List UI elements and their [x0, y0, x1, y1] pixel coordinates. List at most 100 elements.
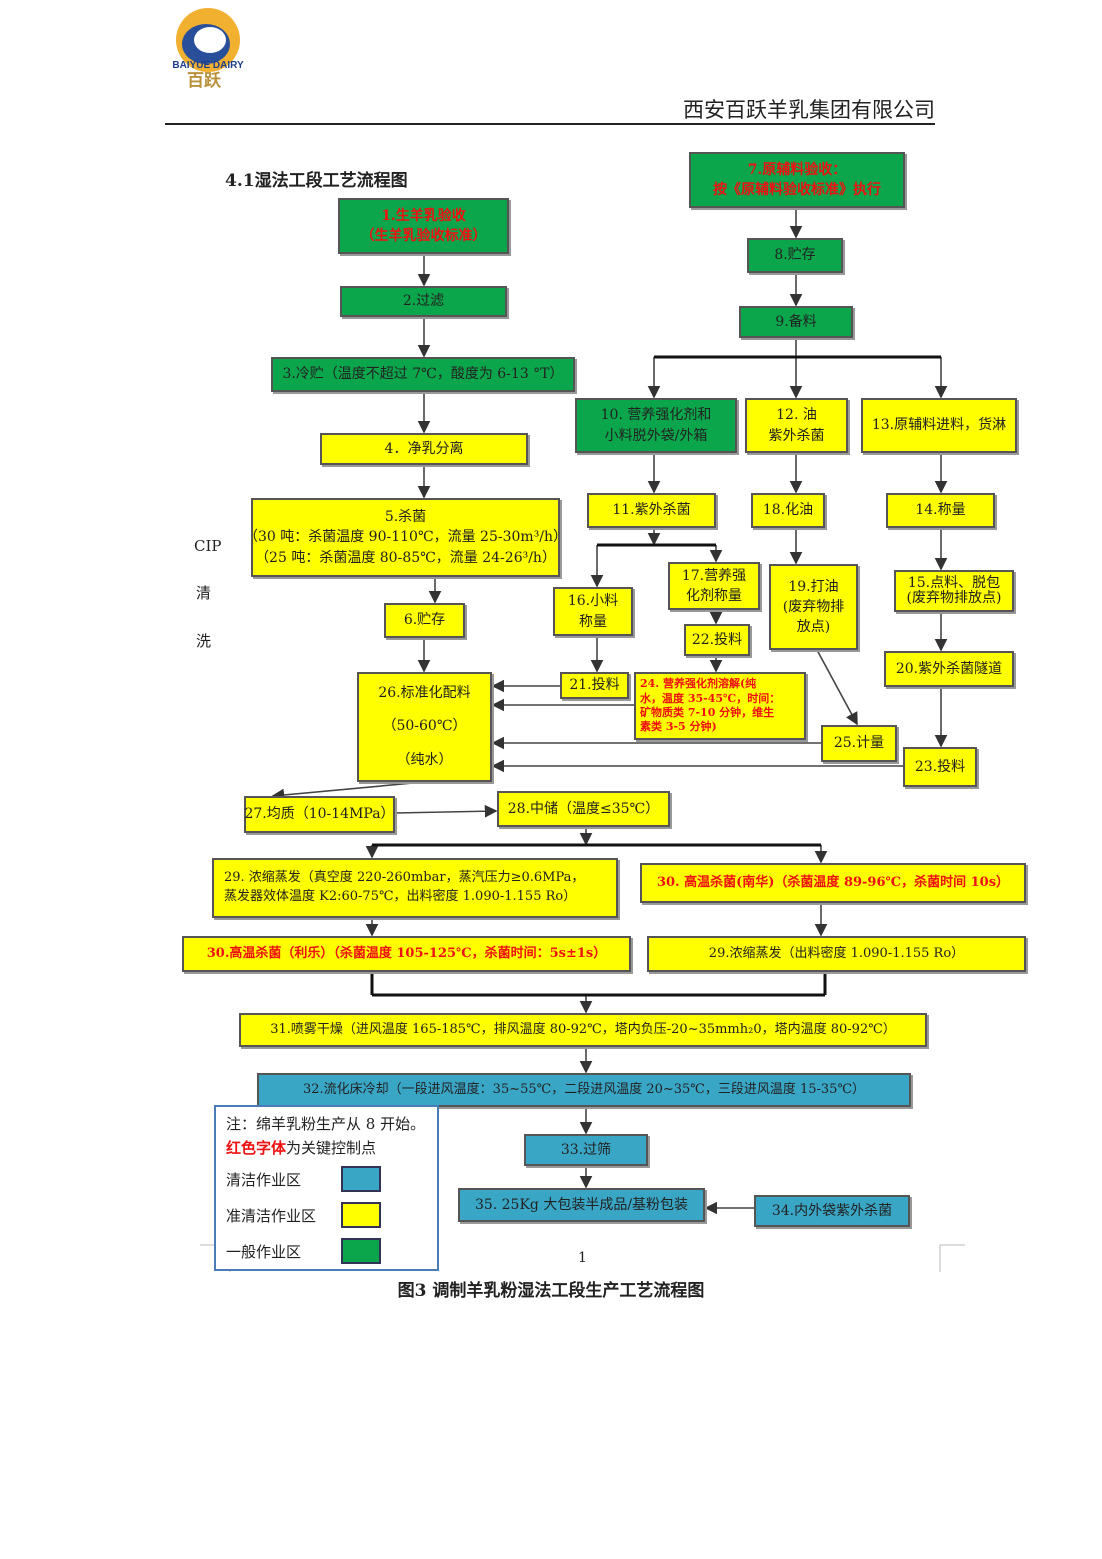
step-detail: 水，温度 35-45℃，时间：	[640, 691, 781, 705]
step-label: 30.高温杀菌（利乐）（杀菌温度 105-125℃，杀菌时间：5s±1s）	[206, 945, 607, 961]
step-label: 10. 营养强化剂和	[600, 407, 712, 424]
step-label: 24. 营养强化剂溶解(纯	[640, 677, 757, 691]
step-detail: （50-60℃）	[382, 718, 467, 735]
step-5-sterilization[interactable]: 5.杀菌（30 吨：杀菌温度 90-110℃，流量 25-30m³/h）（25 …	[244, 498, 567, 577]
legend-row-clean: 清洁作业区	[226, 1161, 381, 1197]
step-label: 34.内外袋紫外杀菌	[771, 1202, 893, 1219]
cip-label-xi: 洗	[196, 632, 212, 650]
page-number: 1	[578, 1250, 587, 1266]
legend-swatch-yellow	[341, 1202, 381, 1228]
step-label: 26.标准化配料	[378, 684, 471, 701]
step-detail: 按《原辅料验收标准》执行	[713, 182, 881, 198]
legend-red-suffix: 为关键控制点	[286, 1139, 377, 1157]
step-10-unpacking[interactable]: 10. 营养强化剂和小料脱外袋/外箱	[575, 398, 737, 453]
step-16-small-material-weighing[interactable]: 16.小料称量	[553, 587, 633, 636]
step-32-fluid-bed-cooling[interactable]: 32.流化床冷却（一段进风温度：35~55℃，二段进风温度 20~35℃，三段进…	[257, 1073, 911, 1107]
step-34-bag-uv-sterilization[interactable]: 34.内外袋紫外杀菌	[754, 1195, 910, 1227]
step-label: 18.化油	[762, 502, 814, 519]
step-label: 2.过滤	[402, 293, 445, 310]
step-detail: 小料脱外袋/外箱	[604, 427, 708, 444]
step-label: 28.中储（温度≤35℃）	[507, 800, 660, 817]
step-label: 23.投料	[914, 758, 966, 775]
step-label: 5.杀菌	[384, 509, 427, 526]
step-21-feeding[interactable]: 21.投料	[560, 672, 629, 699]
step-7-material-inspection[interactable]: 7.原辅料验收：按《原辅料验收标准》执行	[689, 152, 905, 208]
step-20-uv-tunnel[interactable]: 20.紫外杀菌隧道	[884, 651, 1014, 687]
svg-text:百跃: 百跃	[187, 71, 222, 90]
step-detail: （纯水）	[396, 751, 453, 768]
legend-label: 清洁作业区	[226, 1170, 302, 1189]
legend-note: 注：绵羊乳粉生产从 8 开始。	[226, 1115, 426, 1133]
step-4-separation[interactable]: 4．净乳分离	[320, 433, 528, 465]
step-label: 20.紫外杀菌隧道	[895, 660, 1003, 677]
step-label: 6.贮存	[403, 612, 446, 629]
cip-label: CIP	[194, 537, 222, 555]
legend: 注：绵羊乳粉生产从 8 开始。 红色字体为关键控制点 清洁作业区 准清洁作业区 …	[214, 1105, 439, 1271]
step-label: 35. 25Kg 大包装半成品/基粉包装	[474, 1196, 689, 1213]
step-label: 27.均质（10-14MPa）	[244, 806, 395, 823]
step-detail: 蒸发器效体温度 K2:60-75℃，出料密度 1.090-1.155 Ro）	[224, 889, 577, 904]
company-logo: BAIYUE DAIRY 百跃	[168, 4, 248, 90]
legend-red-label: 红色字体	[226, 1139, 287, 1157]
step-31-spray-drying[interactable]: 31.喷雾干燥（进风温度 165-185℃，排风温度 80-92℃，塔内负压-2…	[239, 1013, 927, 1047]
step-26-standardization[interactable]: 26.标准化配料 （50-60℃） （纯水）	[357, 672, 492, 782]
step-18-oil-melting[interactable]: 18.化油	[751, 493, 825, 528]
step-detail: （生羊乳验收标准）	[360, 228, 487, 244]
step-detail: 紫外杀菌	[768, 427, 825, 444]
step-13-material-intake[interactable]: 13.原辅料进料，货淋	[861, 398, 1017, 453]
step-label: 22.投料	[691, 631, 743, 648]
step-33-sieving[interactable]: 33.过筛	[524, 1134, 648, 1166]
step-label: 1.生羊乳验收	[381, 207, 466, 224]
step-label: 33.过筛	[560, 1141, 612, 1158]
step-label: 29. 浓缩蒸发（真空度 220-260mbar，蒸汽压力≥0.6MPa，	[224, 870, 585, 886]
step-27-homogenization[interactable]: 27.均质（10-14MPa）	[244, 796, 395, 833]
company-name: 西安百跃羊乳集团有限公司	[683, 98, 935, 122]
step-22-feeding[interactable]: 22.投料	[684, 624, 750, 656]
step-label: 3.冷贮（温度不超过 7℃，酸度为 6-13 °T）	[282, 366, 564, 383]
step-6-storage[interactable]: 6.贮存	[384, 603, 465, 638]
step-29-evaporation-alt[interactable]: 29.浓缩蒸发（出料密度 1.090-1.155 Ro）	[647, 936, 1026, 972]
step-3-cold-storage[interactable]: 3.冷贮（温度不超过 7℃，酸度为 6-13 °T）	[271, 357, 575, 392]
step-11-uv-sterilization[interactable]: 11.紫外杀菌	[587, 493, 716, 528]
step-35-packaging[interactable]: 35. 25Kg 大包装半成品/基粉包装	[458, 1188, 705, 1222]
step-1-raw-milk-inspection[interactable]: 1.生羊乳验收 （生羊乳验收标准）	[338, 198, 509, 254]
step-30-uht-tetrapak[interactable]: 30.高温杀菌（利乐）（杀菌温度 105-125℃，杀菌时间：5s±1s）	[182, 936, 631, 972]
figure-caption: 图3 调制羊乳粉湿法工段生产工艺流程图	[397, 1281, 705, 1301]
step-detail: 矿物质类 7-10 分钟，维生	[640, 706, 775, 719]
step-28-intermediate-storage[interactable]: 28.中储（温度≤35℃）	[497, 791, 670, 827]
step-label: 19.打油	[788, 578, 839, 595]
step-15-counting-unpacking[interactable]: 15.点料、脱包(废弃物排放点)	[894, 570, 1014, 612]
header-divider	[165, 123, 935, 125]
step-19-oil-pumping[interactable]: 19.打油(废弃物排放点)	[769, 564, 858, 650]
step-12-oil-uv[interactable]: 12. 油紫外杀菌	[745, 398, 848, 453]
legend-label: 准清洁作业区	[226, 1206, 317, 1225]
step-label: 8.贮存	[774, 247, 816, 264]
step-14-weighing[interactable]: 14.称量	[886, 493, 995, 528]
cip-label-qing: 清	[196, 584, 212, 602]
step-label: 21.投料	[569, 677, 620, 694]
legend-key-control: 红色字体为关键控制点	[226, 1137, 427, 1161]
legend-swatch-blue	[341, 1166, 381, 1192]
step-detail: (废弃物排放点)	[906, 590, 1002, 606]
step-30-uht-nanhua[interactable]: 30. 高温杀菌(南华)（杀菌温度 89-96℃，杀菌时间 10s）	[640, 863, 1026, 903]
step-8-storage[interactable]: 8.贮存	[747, 238, 843, 273]
step-label: 30. 高温杀菌(南华)（杀菌温度 89-96℃，杀菌时间 10s）	[656, 874, 1010, 890]
step-label: 17.营养强	[681, 567, 747, 584]
step-label: 29.浓缩蒸发（出料密度 1.090-1.155 Ro）	[708, 945, 965, 961]
step-label: 9.备料	[775, 313, 817, 330]
step-2-filter[interactable]: 2.过滤	[340, 286, 507, 317]
step-29-evaporation[interactable]: 29. 浓缩蒸发（真空度 220-260mbar，蒸汽压力≥0.6MPa， 蒸发器…	[212, 858, 618, 918]
step-detail: （30 吨：杀菌温度 90-110℃，流量 25-30m³/h）	[243, 529, 568, 546]
step-24-fortifier-dissolving[interactable]: 24. 营养强化剂溶解(纯水，温度 35-45℃，时间：矿物质类 7-10 分钟…	[634, 672, 806, 740]
legend-row-semi-clean: 准清洁作业区	[226, 1197, 381, 1233]
step-9-preparation[interactable]: 9.备料	[739, 306, 853, 338]
svg-text:BAIYUE DAIRY: BAIYUE DAIRY	[172, 60, 244, 71]
step-17-fortifier-weighing[interactable]: 17.营养强化剂称量	[668, 562, 760, 610]
step-23-feeding[interactable]: 23.投料	[903, 747, 977, 787]
step-label: 32.流化床冷却（一段进风温度：35~55℃，二段进风温度 20~35℃，三段进…	[303, 1081, 865, 1097]
step-25-metering[interactable]: 25.计量	[821, 725, 897, 762]
step-label: 12. 油	[776, 407, 817, 424]
logo-icon: BAIYUE DAIRY 百跃	[172, 8, 244, 90]
step-detail: 称量	[579, 613, 607, 630]
